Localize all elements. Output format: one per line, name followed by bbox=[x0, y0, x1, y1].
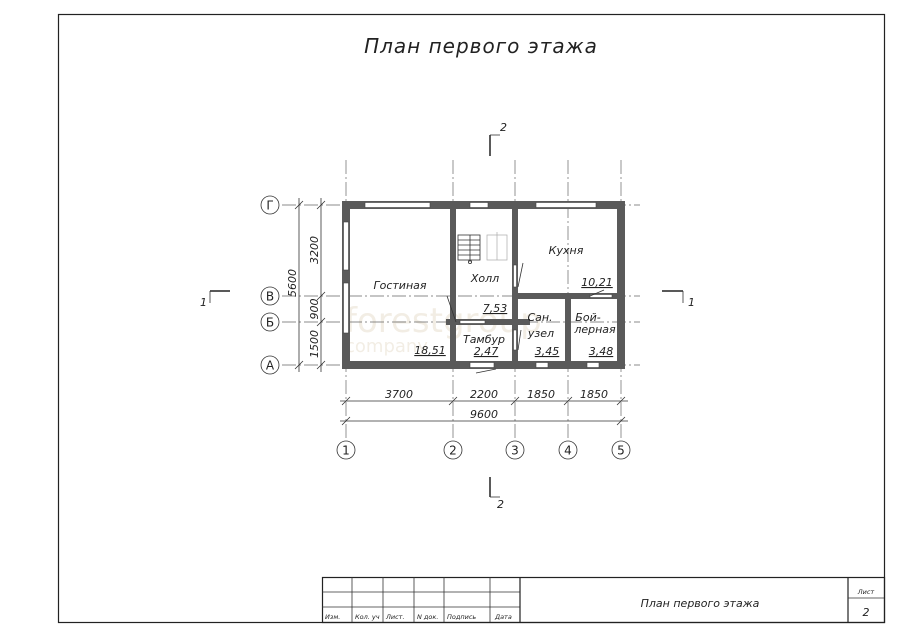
title-block: Изм. Кол. уч Лист. N док. Подпись Дата П… bbox=[321, 576, 886, 624]
svg-text:А: А bbox=[266, 359, 275, 373]
svg-text:Лист.: Лист. bbox=[385, 613, 405, 621]
horizontal-dimensions: 3700 2200 1850 1850 9600 bbox=[340, 388, 628, 426]
room-name: Гостиная bbox=[373, 279, 426, 292]
svg-text:Подпись: Подпись bbox=[447, 613, 476, 621]
row-axis-markers: Г В Б А bbox=[260, 195, 280, 375]
svg-text:1: 1 bbox=[342, 444, 350, 458]
room-area: 10,21 bbox=[581, 276, 613, 289]
room-name: лерная bbox=[573, 323, 616, 336]
svg-text:3700: 3700 bbox=[385, 388, 413, 401]
room-area: 3,48 bbox=[589, 345, 614, 358]
sheet-number: 2 bbox=[863, 606, 870, 619]
svg-text:900: 900 bbox=[308, 299, 321, 320]
room-area: 3,45 bbox=[535, 345, 560, 358]
svg-text:2: 2 bbox=[500, 121, 507, 134]
svg-text:9600: 9600 bbox=[470, 408, 498, 421]
room-area: 18,51 bbox=[414, 344, 446, 357]
svg-text:Лист: Лист bbox=[857, 588, 875, 596]
svg-text:2200: 2200 bbox=[470, 388, 498, 401]
svg-text:Б: Б bbox=[266, 316, 274, 330]
svg-text:Г: Г bbox=[266, 199, 273, 213]
room-name: Холл bbox=[470, 272, 499, 285]
svg-text:N док.: N док. bbox=[417, 613, 438, 621]
vertical-dimensions: 3200 900 1500 5600 bbox=[286, 198, 326, 372]
room-labels: Гостиная 18,51 Холл 7,53 Кухня 10,21 Там… bbox=[373, 244, 616, 358]
section-mark-2-top: 2 bbox=[489, 121, 507, 156]
sheet-title: План первого этажа bbox=[364, 34, 598, 58]
room-name: узел bbox=[527, 327, 554, 340]
svg-text:1: 1 bbox=[688, 296, 695, 309]
svg-text:Дата: Дата bbox=[494, 613, 512, 621]
svg-text:3: 3 bbox=[511, 444, 519, 458]
room-name: Кухня bbox=[549, 244, 584, 257]
svg-text:В: В bbox=[266, 290, 274, 304]
room-area: 7,53 bbox=[483, 302, 508, 315]
room-name: Сан. bbox=[527, 311, 552, 324]
room-area: 2,47 bbox=[474, 345, 499, 358]
svg-text:1: 1 bbox=[200, 296, 207, 309]
svg-text:2: 2 bbox=[449, 444, 457, 458]
svg-text:1850: 1850 bbox=[527, 388, 555, 401]
title-block-name: План первого этажа bbox=[641, 597, 760, 610]
staircase bbox=[457, 232, 508, 264]
room-name: Тамбур bbox=[463, 333, 505, 346]
svg-text:1850: 1850 bbox=[580, 388, 608, 401]
walls bbox=[342, 201, 625, 374]
section-mark-1-right: 1 bbox=[662, 290, 695, 309]
section-mark-2-bottom: 2 bbox=[489, 477, 504, 511]
svg-text:company: company bbox=[345, 336, 428, 357]
svg-text:2: 2 bbox=[497, 498, 504, 511]
svg-text:4: 4 bbox=[564, 444, 572, 458]
svg-text:Кол. уч: Кол. уч bbox=[355, 613, 380, 621]
svg-text:3200: 3200 bbox=[308, 236, 321, 264]
room-name: Бой- bbox=[575, 311, 600, 324]
svg-text:5: 5 bbox=[617, 444, 625, 458]
column-axis-markers: 1 2 3 4 5 bbox=[336, 440, 631, 460]
svg-text:5600: 5600 bbox=[286, 269, 299, 297]
section-mark-1-left: 1 bbox=[200, 290, 230, 309]
svg-text:Изм.: Изм. bbox=[325, 613, 340, 621]
svg-text:1500: 1500 bbox=[308, 330, 321, 358]
